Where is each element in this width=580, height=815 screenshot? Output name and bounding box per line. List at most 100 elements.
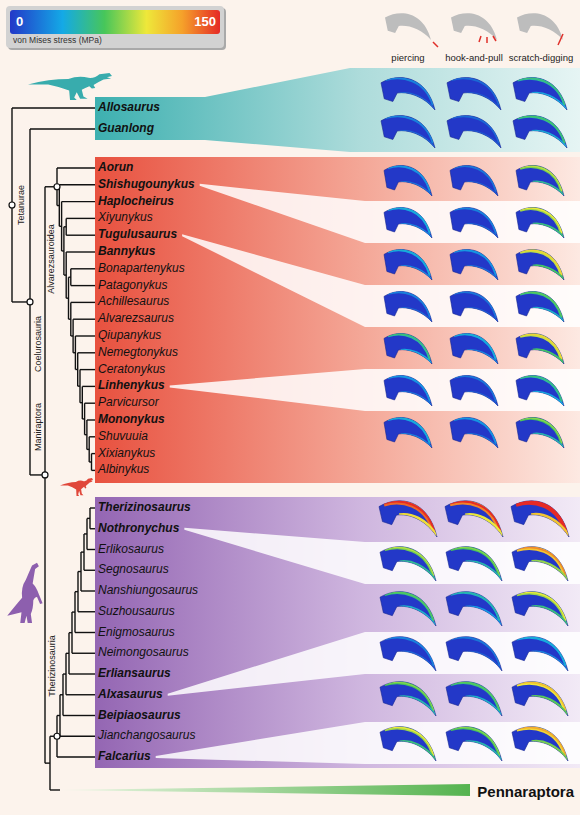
stress-map bbox=[450, 637, 501, 669]
stress-band bbox=[531, 515, 568, 536]
clade-label: Maniraptora bbox=[32, 403, 42, 451]
stress-peak bbox=[517, 116, 565, 143]
stress-band bbox=[533, 308, 564, 321]
stress-band bbox=[532, 606, 568, 625]
clade-band bbox=[95, 157, 580, 483]
claw-model bbox=[384, 291, 432, 322]
claw-shape bbox=[384, 207, 432, 238]
stress-band bbox=[466, 696, 502, 715]
tree-branch bbox=[62, 250, 64, 251]
tree-branch bbox=[75, 591, 78, 592]
clade-triangle bbox=[60, 784, 470, 796]
claw-model bbox=[379, 501, 437, 537]
taxon-name: Tugulusaurus bbox=[98, 228, 177, 242]
tree-branch bbox=[75, 369, 77, 370]
tree-branch bbox=[87, 449, 89, 450]
tree-branch bbox=[57, 205, 59, 206]
clade-node-marker bbox=[27, 299, 33, 305]
stress-map bbox=[454, 208, 498, 237]
claw-model bbox=[446, 727, 502, 761]
claw-shape bbox=[445, 501, 503, 537]
taxon-name: Shuvuuia bbox=[98, 430, 148, 444]
stress-map bbox=[516, 637, 567, 669]
taxon-name: Patagonykus bbox=[98, 279, 167, 293]
callout-wedge bbox=[156, 722, 580, 764]
claw-shape bbox=[450, 207, 498, 238]
claw-model bbox=[450, 333, 498, 364]
stress-band bbox=[466, 93, 501, 109]
tree-branch bbox=[66, 694, 95, 695]
claw-model bbox=[450, 375, 498, 406]
stress-map bbox=[520, 418, 564, 447]
stress-band bbox=[532, 93, 567, 109]
stress-map bbox=[454, 166, 498, 195]
tree-branch bbox=[73, 319, 95, 320]
stress-band bbox=[467, 350, 498, 363]
stress-map bbox=[385, 116, 434, 147]
callout-wedge bbox=[170, 369, 580, 411]
claw-shape bbox=[450, 375, 498, 406]
force-marker bbox=[486, 37, 488, 43]
stress-peak bbox=[384, 502, 435, 532]
taxon-name: Shishugounykus bbox=[98, 178, 195, 192]
claw-model bbox=[384, 165, 432, 196]
tree-branch bbox=[78, 352, 95, 353]
stress-map bbox=[520, 376, 564, 405]
tree-branch bbox=[66, 234, 95, 235]
claw-shape bbox=[381, 78, 435, 110]
claw-model bbox=[513, 78, 567, 110]
claw-shape bbox=[450, 249, 498, 280]
claw-shape bbox=[380, 637, 436, 671]
stress-band bbox=[532, 741, 568, 760]
claw-model bbox=[445, 501, 503, 537]
stress-band bbox=[451, 116, 499, 143]
tree-branch bbox=[59, 184, 95, 185]
theropod-silhouette bbox=[28, 73, 112, 100]
claw-model bbox=[516, 165, 564, 196]
claw-model bbox=[516, 417, 564, 448]
claw-shape bbox=[384, 249, 432, 280]
stress-map bbox=[388, 418, 432, 447]
stress-map bbox=[517, 78, 566, 109]
tree-branch bbox=[64, 274, 66, 275]
claw-shape bbox=[381, 116, 435, 148]
tree-branch bbox=[84, 570, 95, 571]
stress-band bbox=[385, 116, 433, 143]
scale-tick: 0 bbox=[16, 15, 23, 30]
claw-shape bbox=[512, 727, 568, 761]
stress-map bbox=[388, 166, 432, 195]
tree-branch bbox=[89, 461, 91, 462]
callout-wedges bbox=[156, 184, 580, 764]
stress-map bbox=[454, 334, 498, 363]
stress-map bbox=[388, 376, 432, 405]
stress-map bbox=[454, 418, 498, 447]
claw-silhouette bbox=[451, 13, 497, 40]
stress-band bbox=[466, 741, 502, 760]
clade-name: Pennaraptora bbox=[477, 783, 574, 800]
stress-band bbox=[401, 308, 432, 321]
stress-map bbox=[450, 592, 501, 624]
claw-shape bbox=[512, 682, 568, 716]
taxon-name: Erlikosaurus bbox=[98, 543, 164, 557]
stress-band bbox=[532, 651, 568, 670]
stress-band bbox=[384, 502, 435, 532]
stress-peak bbox=[516, 502, 567, 532]
claw-model bbox=[380, 682, 436, 716]
stress-peak bbox=[517, 78, 565, 105]
loading-icons bbox=[385, 13, 563, 47]
callout-wedge bbox=[184, 528, 580, 584]
taxon-name: Achillesaurus bbox=[98, 295, 169, 309]
tree-branch bbox=[81, 590, 95, 591]
tree-branch bbox=[30, 128, 95, 129]
clade-node-marker bbox=[54, 184, 60, 190]
tree-branch bbox=[78, 385, 80, 386]
stress-band bbox=[467, 266, 498, 279]
stress-band bbox=[401, 266, 432, 279]
stress-peak bbox=[450, 502, 501, 532]
tree-branch bbox=[45, 762, 50, 763]
loading-icon bbox=[517, 13, 563, 45]
stress-map bbox=[516, 682, 567, 714]
tree-branch bbox=[66, 653, 69, 654]
